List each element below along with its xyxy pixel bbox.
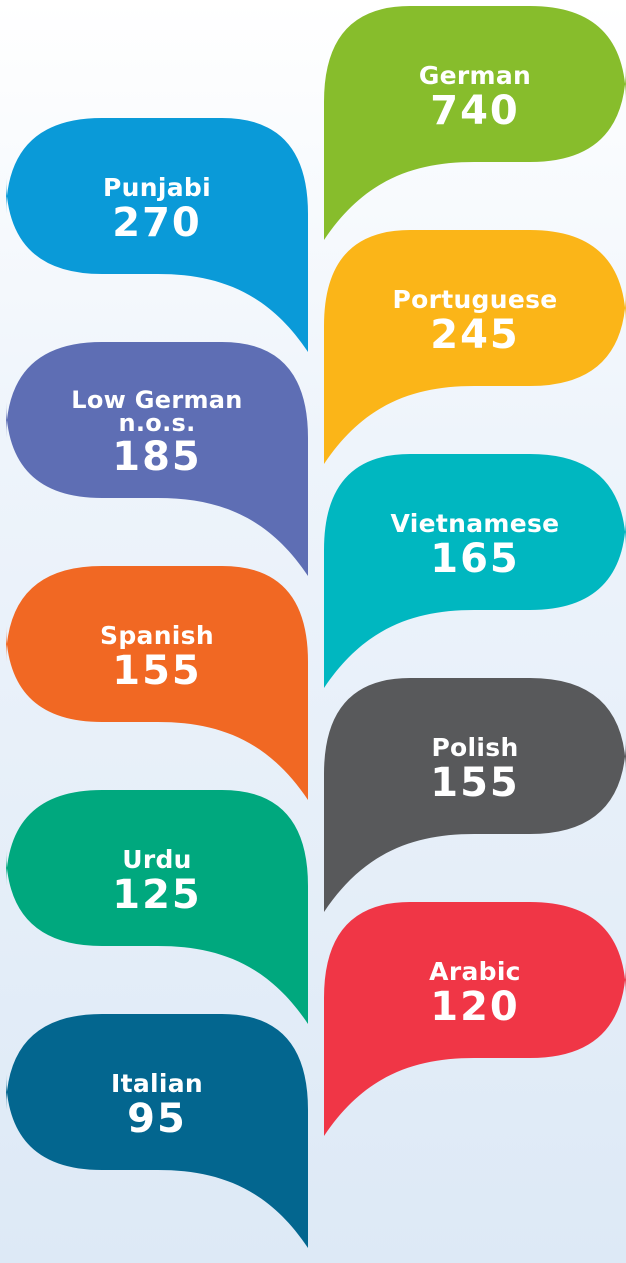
language-label: Urdu bbox=[122, 845, 192, 874]
language-label: Italian bbox=[110, 1069, 204, 1098]
bubble-fill bbox=[324, 230, 626, 464]
bubble-fill bbox=[6, 1014, 308, 1248]
count-value: 125 bbox=[112, 872, 202, 918]
language-label: Arabic bbox=[429, 957, 521, 986]
count-value: 740 bbox=[430, 88, 520, 134]
bubble-fill bbox=[6, 118, 308, 352]
count-value: 95 bbox=[127, 1096, 187, 1142]
bubble-shape bbox=[6, 790, 308, 1024]
bubble-fill bbox=[324, 678, 626, 912]
language-label: Spanish bbox=[100, 621, 214, 650]
language-label: Low German bbox=[71, 386, 243, 414]
bubble-fill bbox=[324, 6, 626, 240]
count-value: 245 bbox=[430, 312, 520, 358]
count-value: 165 bbox=[430, 536, 520, 582]
count-value: 270 bbox=[112, 200, 202, 246]
bubble-fill bbox=[6, 566, 308, 800]
bubble-fill bbox=[324, 902, 626, 1136]
bubble-shape bbox=[324, 678, 626, 912]
language-label: Polish bbox=[431, 733, 519, 762]
language-label: Punjabi bbox=[103, 173, 211, 202]
bubble-shape bbox=[6, 566, 308, 800]
bubble-fill bbox=[6, 790, 308, 1024]
language-label: Vietnamese bbox=[390, 509, 560, 538]
bubble-shape bbox=[324, 230, 626, 464]
count-value: 155 bbox=[112, 648, 202, 694]
bubble-shape bbox=[6, 118, 308, 352]
count-value: 155 bbox=[430, 760, 520, 806]
bubble-fill bbox=[6, 342, 308, 576]
count-value: 185 bbox=[112, 434, 202, 480]
bubble-shape bbox=[324, 454, 626, 688]
bubble-shape bbox=[6, 1014, 308, 1248]
bubble-shape bbox=[324, 6, 626, 240]
bubble-shape bbox=[6, 342, 308, 576]
language-label: German bbox=[418, 61, 532, 90]
bubble-shape bbox=[324, 902, 626, 1136]
language-label: Portuguese bbox=[392, 285, 558, 314]
language-label: n.o.s. bbox=[118, 409, 196, 437]
bubble-fill bbox=[324, 454, 626, 688]
count-value: 120 bbox=[430, 984, 520, 1030]
